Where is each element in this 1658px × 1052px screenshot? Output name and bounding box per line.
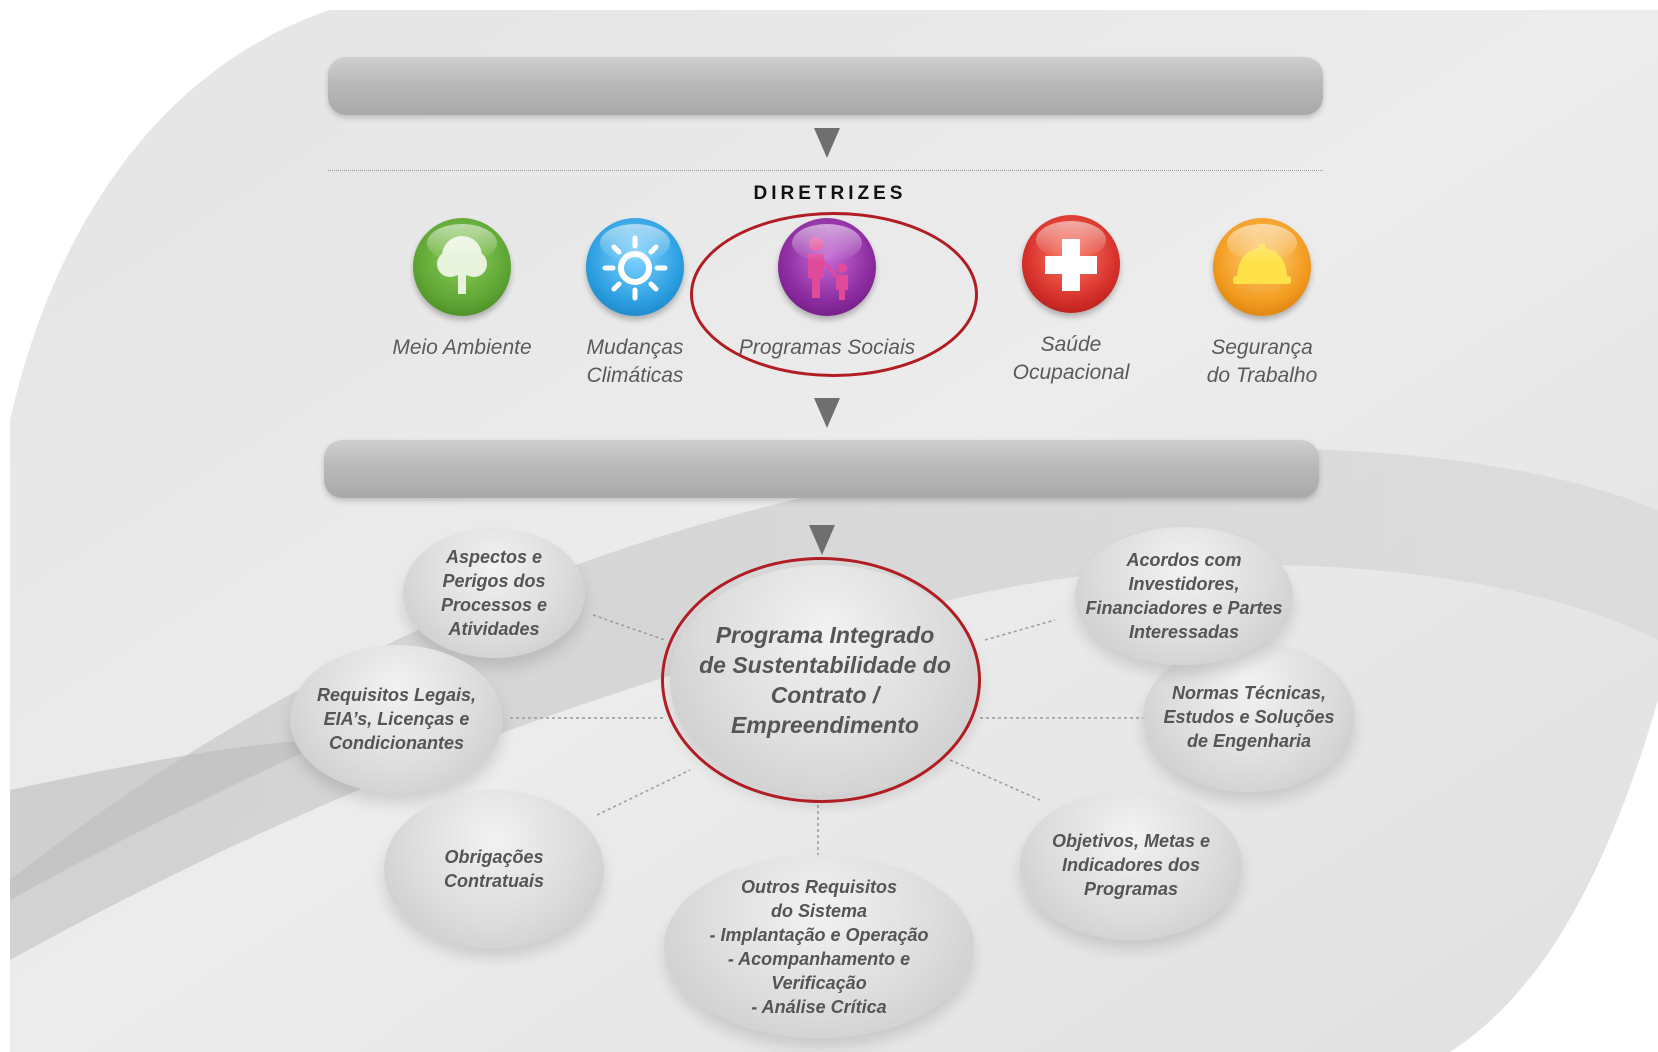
bubble-label: Aspectos e Perigos dos Processos e Ativi…	[440, 547, 548, 639]
bubble-obrigacoes-contratuais: Obrigações Contratuais	[384, 790, 604, 948]
section-title: DIRETRIZES	[753, 183, 907, 204]
bubble-aspectos-perigos: Aspectos e Perigos dos Processos e Ativi…	[403, 528, 585, 658]
guideline-seguranca-trabalho: Segurança do Trabalho	[1172, 218, 1352, 390]
bubble-normas-tecnicas: Normas Técnicas, Estudos e Soluções de E…	[1143, 642, 1355, 792]
bubble-outros-requisitos: Outros Requisitos do Sistema - Implantaç…	[664, 855, 974, 1038]
bubble-objetivos-metas: Objetivos, Metas e Indicadores dos Progr…	[1020, 790, 1242, 940]
guideline-saude-ocupacional: Saúde Ocupacional	[981, 215, 1161, 387]
bubble-label: Requisitos Legais, EIA’s, Licenças e Con…	[316, 685, 477, 753]
middle-banner	[324, 440, 1319, 498]
guideline-label: Segurança do Trabalho	[1206, 336, 1318, 387]
hard-hat-icon	[1213, 218, 1311, 316]
guideline-label: Mudanças Climáticas	[586, 336, 684, 387]
bubble-label: Objetivos, Metas e Indicadores dos Progr…	[1051, 831, 1211, 899]
down-arrow-icon	[809, 525, 835, 555]
bubble-label: Outros Requisitos do Sistema - Implantaç…	[709, 876, 929, 1017]
top-banner	[328, 57, 1323, 115]
bubble-requisitos-legais: Requisitos Legais, EIA’s, Licenças e Con…	[290, 645, 503, 793]
guideline-meio-ambiente: Meio Ambiente	[372, 218, 552, 362]
guideline-label: Meio Ambiente	[392, 336, 532, 359]
bubble-acordos-investidores: Acordos com Investidores, Financiadores …	[1075, 527, 1293, 665]
highlight-ring	[661, 557, 981, 803]
bubble-label: Acordos com Investidores, Financiadores …	[1085, 550, 1283, 642]
sun-icon	[586, 218, 684, 316]
bubble-label: Normas Técnicas, Estudos e Soluções de E…	[1163, 683, 1335, 751]
down-arrow-icon	[814, 398, 840, 428]
guideline-mudancas-climaticas: Mudanças Climáticas	[545, 218, 725, 390]
highlight-ring	[690, 212, 978, 377]
down-arrow-icon	[814, 128, 840, 158]
tree-icon	[413, 218, 511, 316]
medical-cross-icon	[1022, 215, 1120, 313]
bubble-label: Obrigações Contratuais	[443, 847, 544, 891]
guideline-label: Saúde Ocupacional	[1012, 333, 1130, 384]
divider	[328, 170, 1323, 171]
